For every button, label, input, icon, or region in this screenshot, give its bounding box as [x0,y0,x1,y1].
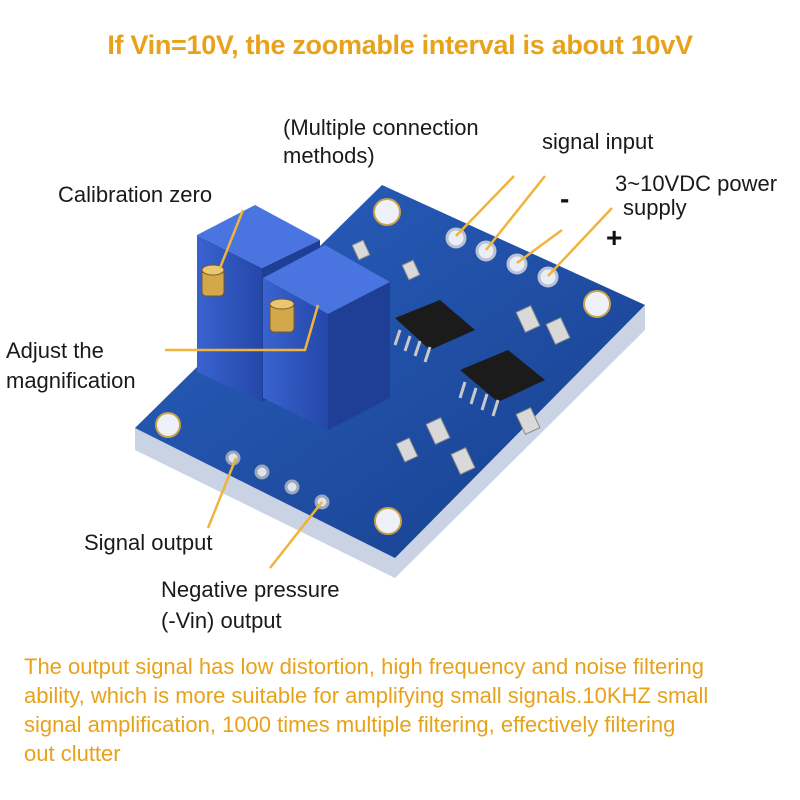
plus-sign: + [606,222,623,253]
mount-hole [583,290,611,318]
description-line: The output signal has low distortion, hi… [24,654,704,679]
op-amp-chip [458,350,545,417]
calibration-zero-label: Calibration zero [58,182,213,207]
input-header-pins [445,227,559,288]
multiple-connection-label: (Multiple connection methods) [283,115,479,168]
description-text: The output signal has low distortion, hi… [24,652,784,768]
leader-lines [165,175,613,569]
mount-hole [373,198,401,226]
description-line: ability, which is more suitable for ampl… [24,683,709,708]
signal-input-label: signal input [542,129,654,154]
description-line: out clutter [24,741,121,766]
mount-hole [374,507,402,535]
negative-pressure-label: Negative pressure (-Vin) output [161,577,340,633]
page-title: If Vin=10V, the zoomable interval is abo… [107,30,693,60]
op-amp-chip [393,300,475,363]
adjust-magnification-label: Adjust the magnification [6,338,136,393]
smd-components [351,239,571,476]
gain-potentiometer [263,245,390,430]
description-line: signal amplification, 1000 times multipl… [24,712,676,737]
minus-sign: - [560,183,570,214]
power-supply-label: 3~10VDC power supply [615,171,778,220]
signal-output-label: Signal output [84,530,213,555]
mount-hole [155,412,181,438]
